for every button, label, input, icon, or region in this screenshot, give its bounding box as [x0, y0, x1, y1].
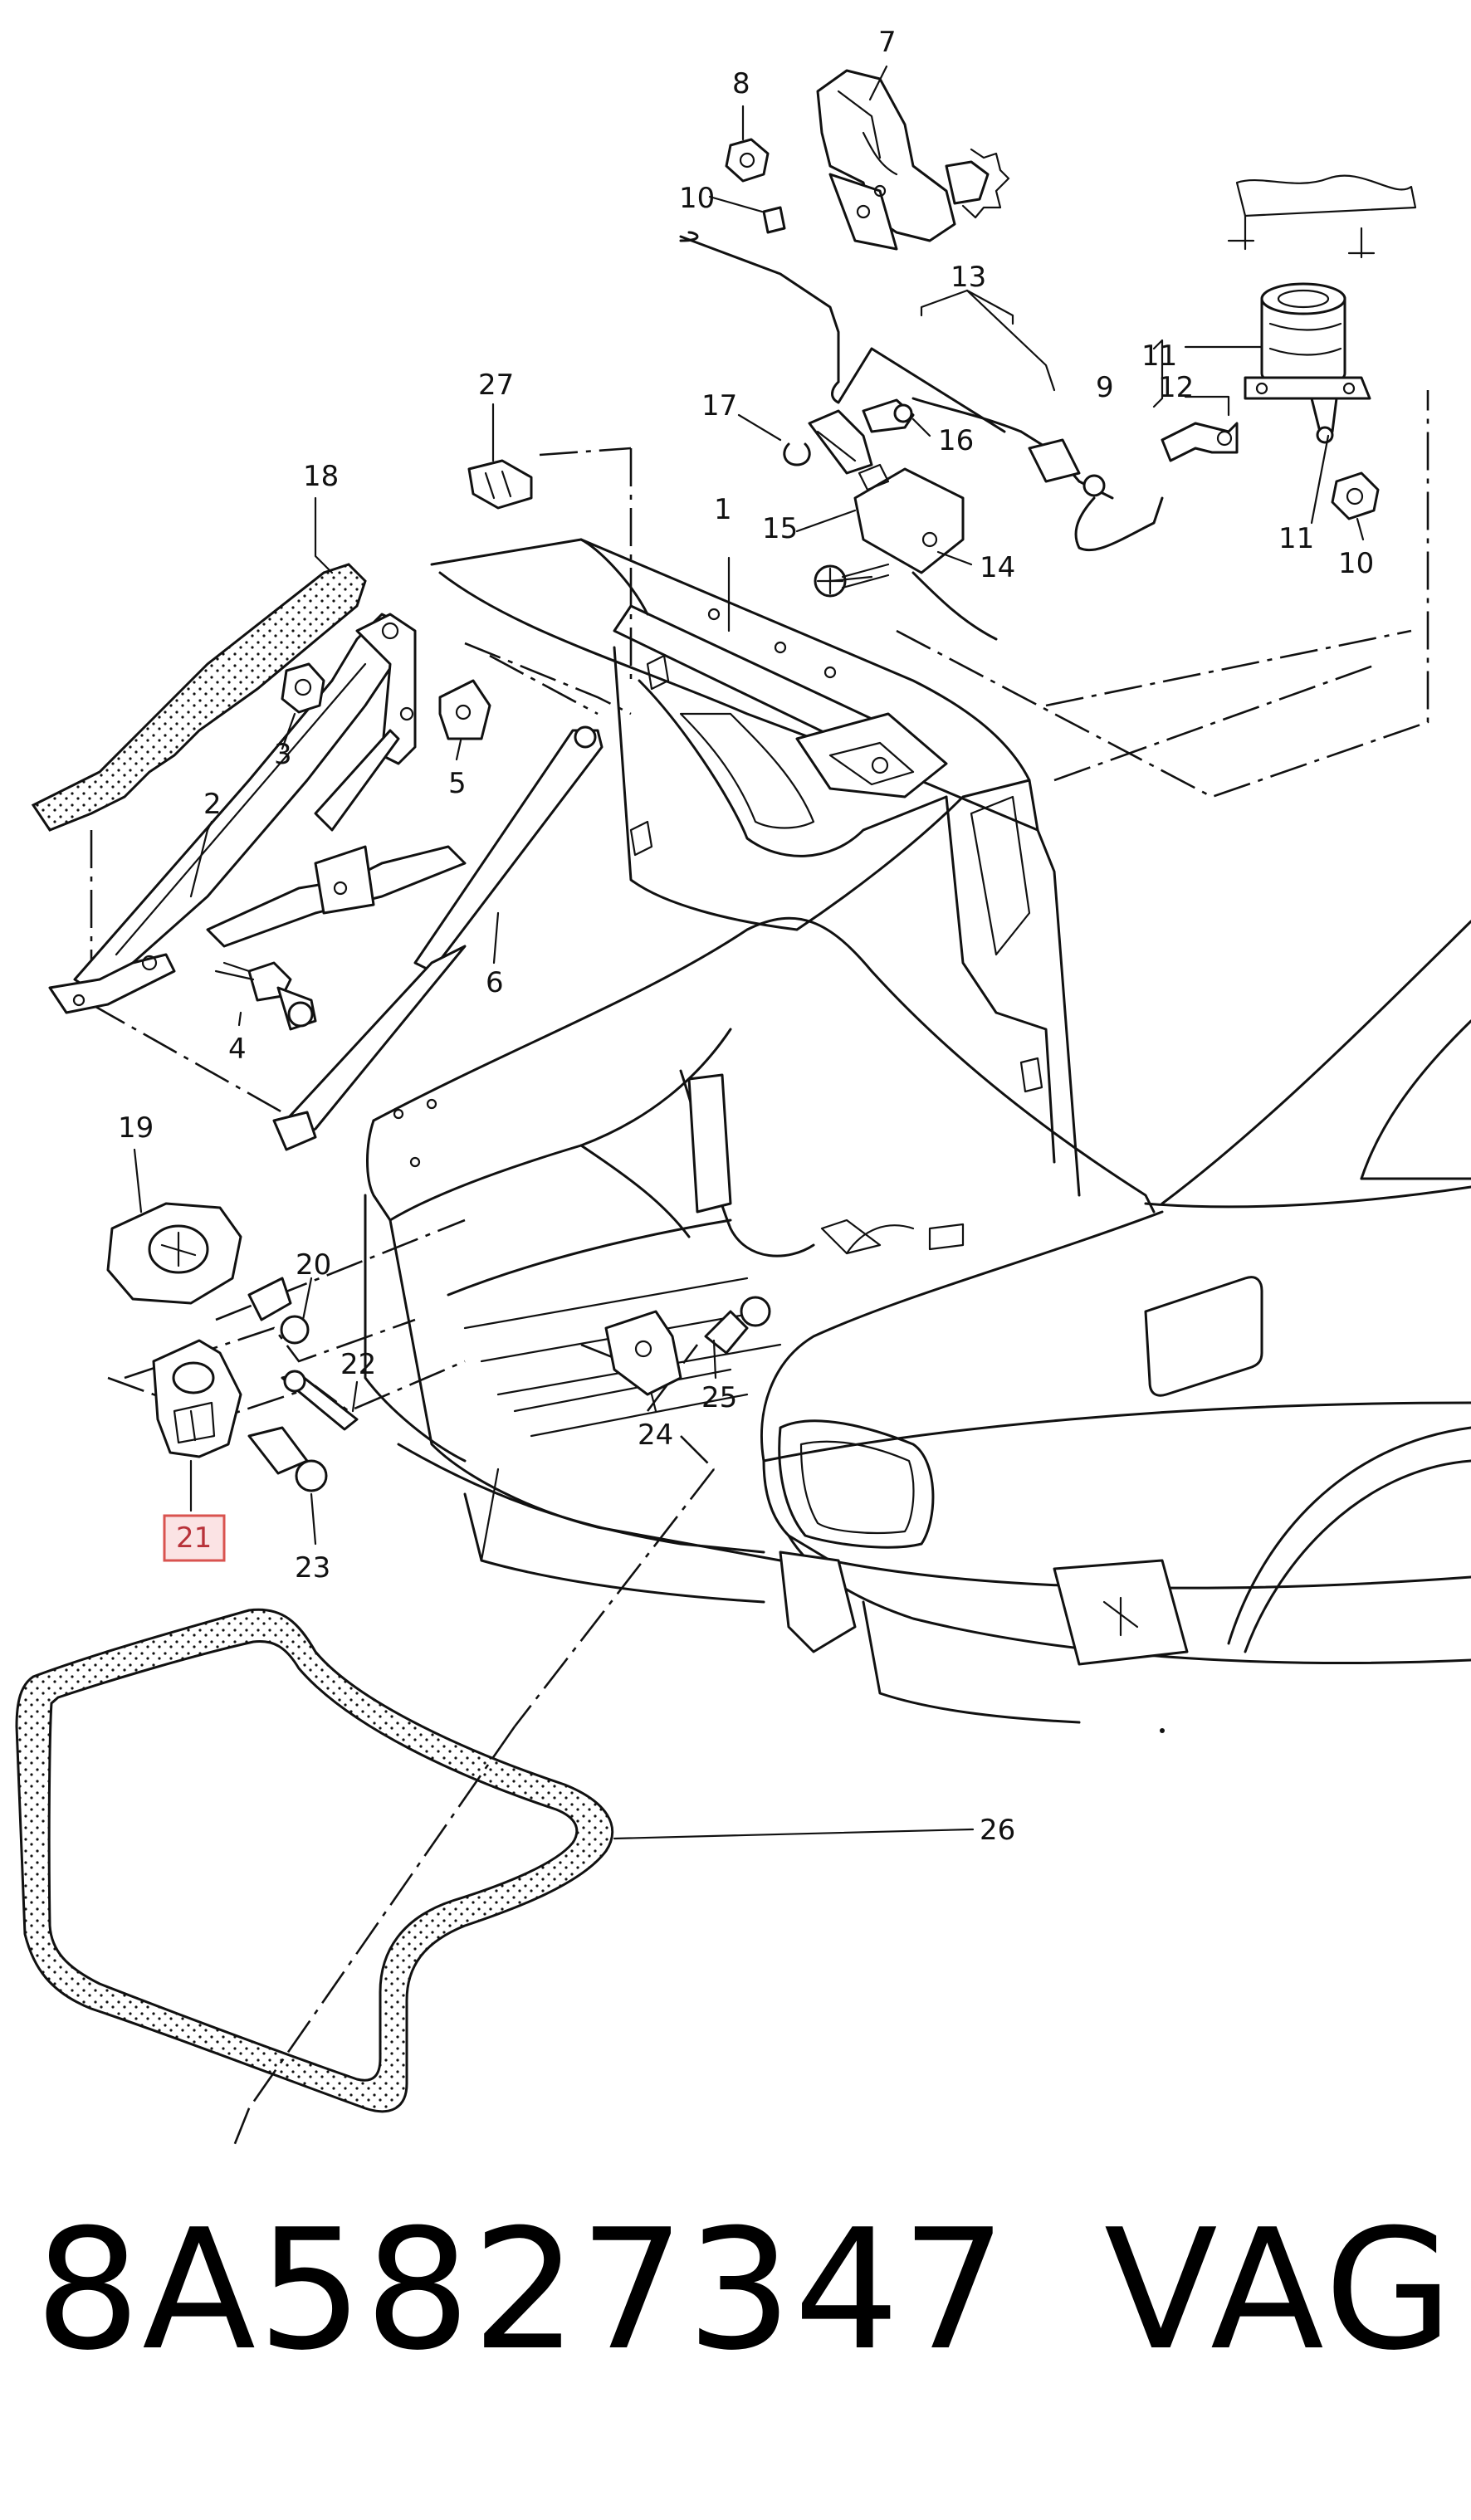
callout-15: 15: [762, 512, 798, 545]
remote-release: [911, 174, 1417, 552]
callout-20: 20: [296, 1248, 331, 1282]
stop-parts: [106, 1202, 771, 1492]
callout-8: 8: [732, 67, 750, 100]
callout-5: 5: [448, 767, 467, 800]
callout-7: 7: [878, 26, 897, 59]
hinge-assembly: [31, 563, 491, 1031]
bumper-stop: [467, 459, 533, 510]
leader-lines: [133, 65, 1365, 1840]
callouts: 7 8 10 13 27 17 16 11 9 12 18 1 15 14 11…: [118, 26, 1374, 1847]
callout-26: 26: [980, 1814, 1015, 1847]
callout-12: 12: [1158, 371, 1194, 404]
brand-label: VAG: [1104, 2194, 1457, 2387]
part-number: 8A5827347: [35, 2194, 1009, 2387]
callout-21-highlight-box: [163, 1514, 226, 1562]
callout-11-upper: 11: [1141, 339, 1177, 373]
lock-assembly: [679, 69, 1010, 641]
callout-4: 4: [228, 1033, 247, 1066]
callout-22: 22: [340, 1348, 376, 1381]
callout-23: 23: [295, 1551, 330, 1585]
car-body: [760, 920, 1471, 1733]
callout-25: 25: [701, 1381, 737, 1414]
callout-17: 17: [701, 389, 737, 422]
callout-11-lower: 11: [1278, 522, 1314, 555]
callout-19: 19: [118, 1111, 154, 1145]
boot-opening: [364, 916, 1156, 1604]
callout-10-right: 10: [1338, 547, 1374, 580]
callout-13: 13: [951, 261, 986, 294]
callout-1: 1: [714, 493, 732, 526]
footer: 8A5827347 VAG: [0, 2191, 1471, 2440]
callout-14: 14: [980, 551, 1015, 584]
callout-6: 6: [486, 966, 504, 999]
callout-18: 18: [303, 460, 339, 493]
callout-9: 9: [1096, 371, 1114, 404]
callout-24: 24: [638, 1419, 673, 1452]
callout-2: 2: [203, 788, 222, 821]
gas-strut: [272, 725, 604, 1151]
callout-16: 16: [938, 424, 974, 457]
callout-21: 21: [176, 1521, 212, 1555]
callout-3: 3: [274, 738, 292, 771]
trunk-lid: [430, 538, 1081, 1197]
callout-10-top: 10: [679, 182, 715, 215]
trunk-seal: [15, 1608, 614, 2113]
callout-27: 27: [478, 369, 514, 402]
